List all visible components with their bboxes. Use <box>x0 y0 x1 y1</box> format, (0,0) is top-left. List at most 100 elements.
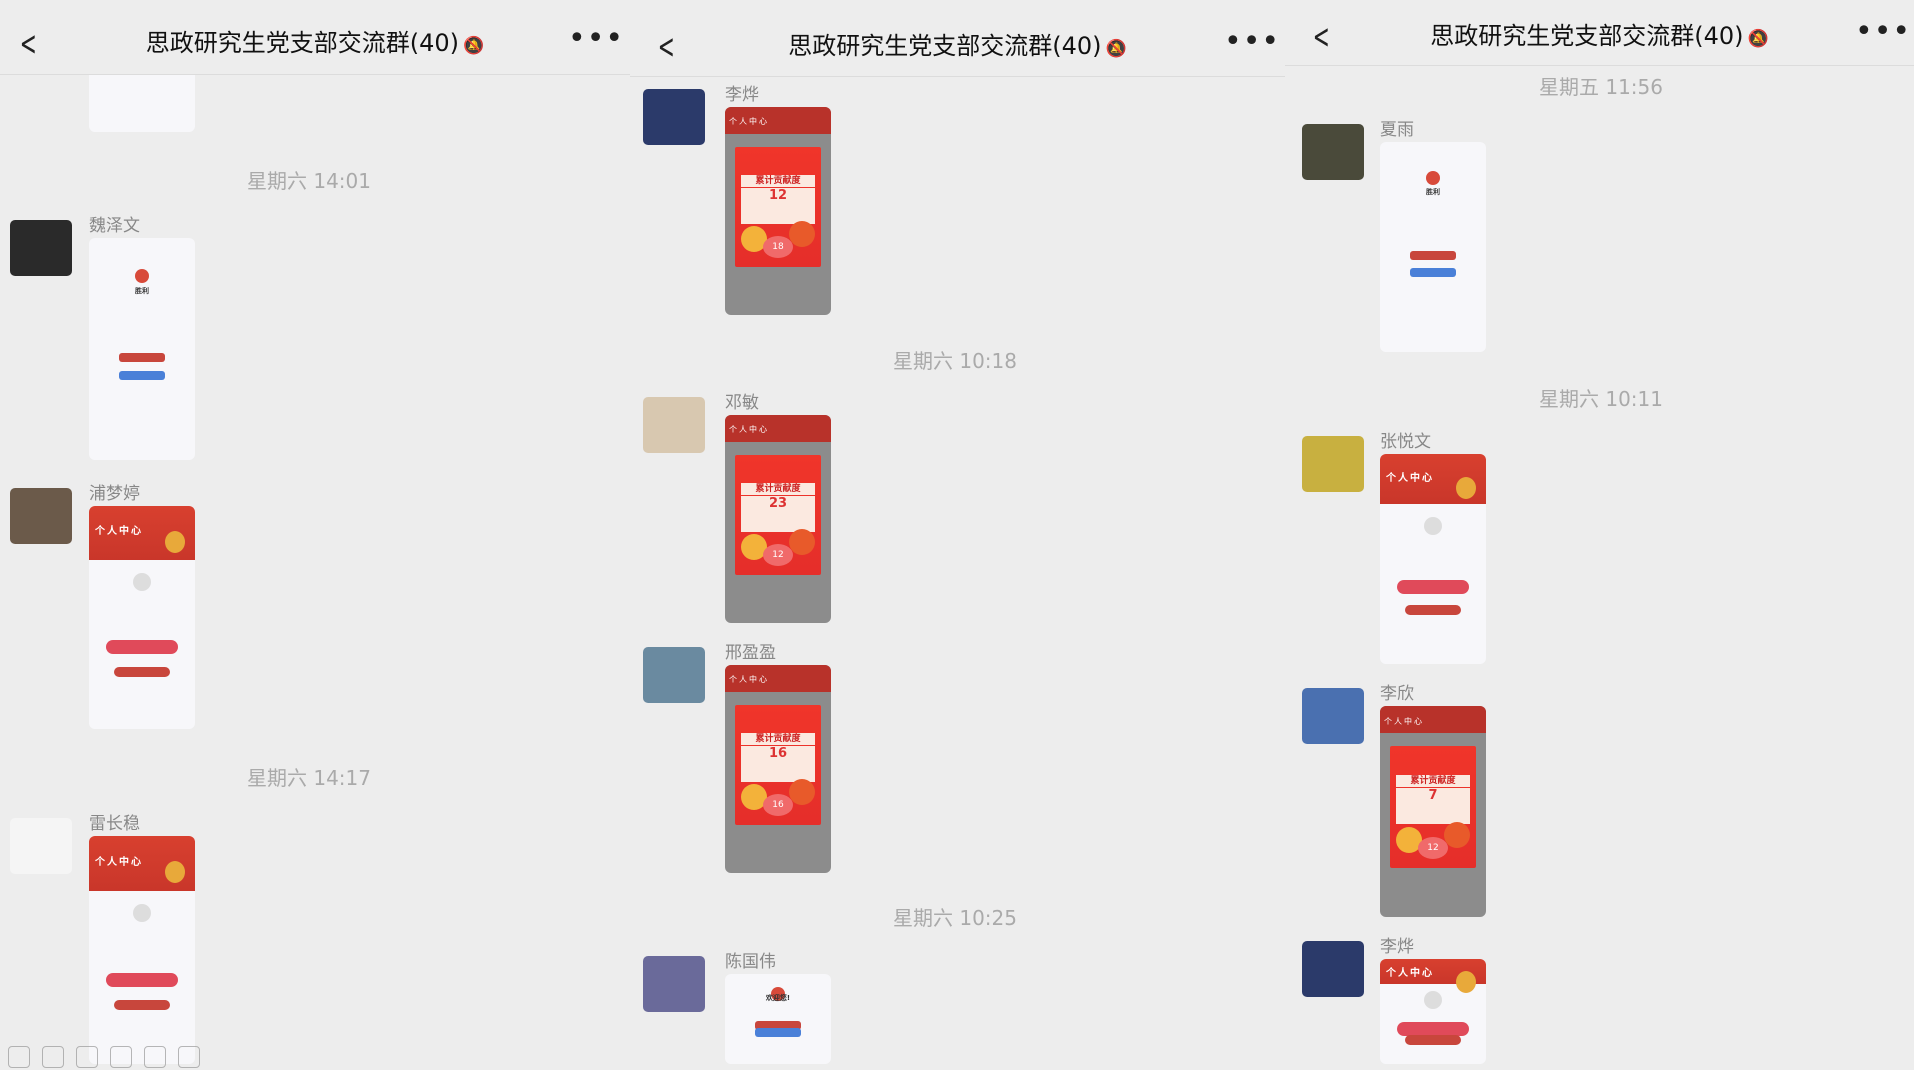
image-message[interactable]: 欢迎您! <box>725 974 831 1064</box>
eraser-icon[interactable] <box>76 1046 98 1068</box>
sender-name: 夏雨 <box>1380 120 1414 140</box>
chat-header: < 思政研究生党支部交流群(40)🔕 ••• <box>1285 0 1914 66</box>
sender-name: 魏泽文 <box>89 216 140 236</box>
medal-icon <box>1456 970 1476 993</box>
image-message[interactable]: 个人中心 <box>1380 959 1486 1064</box>
contribution-title: 累计贡献度 <box>741 733 815 746</box>
contribution-value: 16 <box>741 745 815 782</box>
timestamp: 星期六 14:01 <box>247 169 371 193</box>
sender-name: 李烨 <box>1380 937 1414 957</box>
avatar[interactable] <box>10 818 72 874</box>
avatar[interactable] <box>1302 124 1364 180</box>
share-button <box>114 1000 170 1011</box>
image-message[interactable]: 个人中心 <box>89 836 195 1064</box>
sender-name: 邢盈盈 <box>725 643 776 663</box>
timestamp: 星期六 10:11 <box>1539 387 1663 411</box>
more-icon[interactable]: ••• <box>568 21 625 56</box>
banner <box>1397 580 1469 594</box>
sender-name: 陈国伟 <box>725 952 776 972</box>
pointer-icon[interactable] <box>144 1046 166 1068</box>
sender-name: 张悦文 <box>1380 432 1431 452</box>
mute-bell-icon: 🔕 <box>1105 39 1127 59</box>
avatar[interactable] <box>643 647 705 703</box>
medal-icon <box>165 530 185 553</box>
red-button <box>1410 251 1456 261</box>
profile-icon <box>133 904 151 923</box>
app-logo-icon <box>1426 171 1440 186</box>
group-title: 思政研究生党支部交流群(40) <box>145 29 460 57</box>
image-message[interactable]: 个人中心 <box>1380 454 1486 664</box>
avatar[interactable] <box>10 488 72 544</box>
stat-circle <box>789 221 815 248</box>
medal-icon <box>165 861 185 884</box>
image-icon[interactable] <box>42 1046 64 1068</box>
group-title: 思政研究生党支部交流群(40) <box>1430 22 1744 50</box>
blue-button <box>119 371 165 381</box>
sender-name: 浦梦婷 <box>89 484 140 504</box>
app-logo-icon <box>771 986 785 1001</box>
remote-icon[interactable] <box>178 1046 200 1068</box>
avatar[interactable] <box>643 89 705 145</box>
mute-bell-icon: 🔕 <box>463 36 485 56</box>
banner <box>106 639 178 654</box>
sender-name: 李烨 <box>725 85 759 105</box>
more-icon[interactable]: ••• <box>1855 14 1912 49</box>
share-button <box>1405 605 1461 616</box>
timestamp: 星期五 11:56 <box>1539 75 1663 99</box>
avatar[interactable] <box>1302 436 1364 492</box>
timestamp: 星期六 10:25 <box>893 906 1017 930</box>
contribution-value: 23 <box>741 495 815 532</box>
sender-name: 李欣 <box>1380 684 1414 704</box>
chat-header: < 思政研究生党支部交流群(40)🔕 ••• <box>0 0 630 75</box>
red-button <box>755 1020 801 1030</box>
card-label: 个人中心 <box>729 425 769 435</box>
stat-value: 18 <box>763 235 793 258</box>
card-label: 个人中心 <box>95 526 143 538</box>
card-label: 个人中心 <box>1386 472 1434 484</box>
pen-icon[interactable] <box>8 1046 30 1068</box>
card-label: 欢迎您! <box>765 993 791 1002</box>
banner <box>106 972 178 987</box>
image-message[interactable]: 胜利 <box>1380 142 1486 352</box>
contribution-title: 累计贡献度 <box>1396 775 1470 788</box>
more-icon[interactable]: ••• <box>1224 24 1281 59</box>
image-message[interactable]: 胜利 <box>89 238 195 460</box>
stat-circle <box>789 529 815 556</box>
stat-circle <box>741 784 767 811</box>
avatar[interactable] <box>643 956 705 1012</box>
image-message[interactable]: 个人中心 <box>89 506 195 729</box>
sender-name: 雷长稳 <box>89 814 140 834</box>
stat-circle <box>1396 826 1422 853</box>
tag-icon[interactable] <box>110 1046 132 1068</box>
card-header-band <box>725 665 831 693</box>
timestamp: 星期六 10:18 <box>893 349 1017 373</box>
group-title: 思政研究生党支部交流群(40) <box>788 32 1102 60</box>
back-icon[interactable]: < <box>657 27 675 67</box>
red-button <box>119 353 165 363</box>
profile-icon <box>133 572 151 591</box>
chat-panel-1: < 思政研究生党支部交流群(40)🔕 ••• 星期六 14:01 魏泽文胜利浦梦婷… <box>0 0 630 1070</box>
blue-button <box>755 1028 801 1037</box>
avatar[interactable] <box>643 397 705 453</box>
card-label: 胜利 <box>1426 188 1440 197</box>
stat-circle <box>789 779 815 806</box>
avatar[interactable] <box>1302 688 1364 744</box>
banner <box>1397 1022 1469 1036</box>
contribution-value: 7 <box>1396 787 1470 825</box>
stat-circle <box>741 226 767 253</box>
stat-circle <box>1444 821 1470 848</box>
stat-value: 12 <box>763 543 793 566</box>
back-icon[interactable]: < <box>19 24 37 64</box>
avatar[interactable] <box>10 220 72 276</box>
back-icon[interactable]: < <box>1312 17 1330 57</box>
contribution-value: 12 <box>741 187 815 224</box>
stat-value: 12 <box>1418 836 1448 859</box>
avatar[interactable] <box>1302 941 1364 997</box>
card-label: 个人中心 <box>1384 716 1424 726</box>
